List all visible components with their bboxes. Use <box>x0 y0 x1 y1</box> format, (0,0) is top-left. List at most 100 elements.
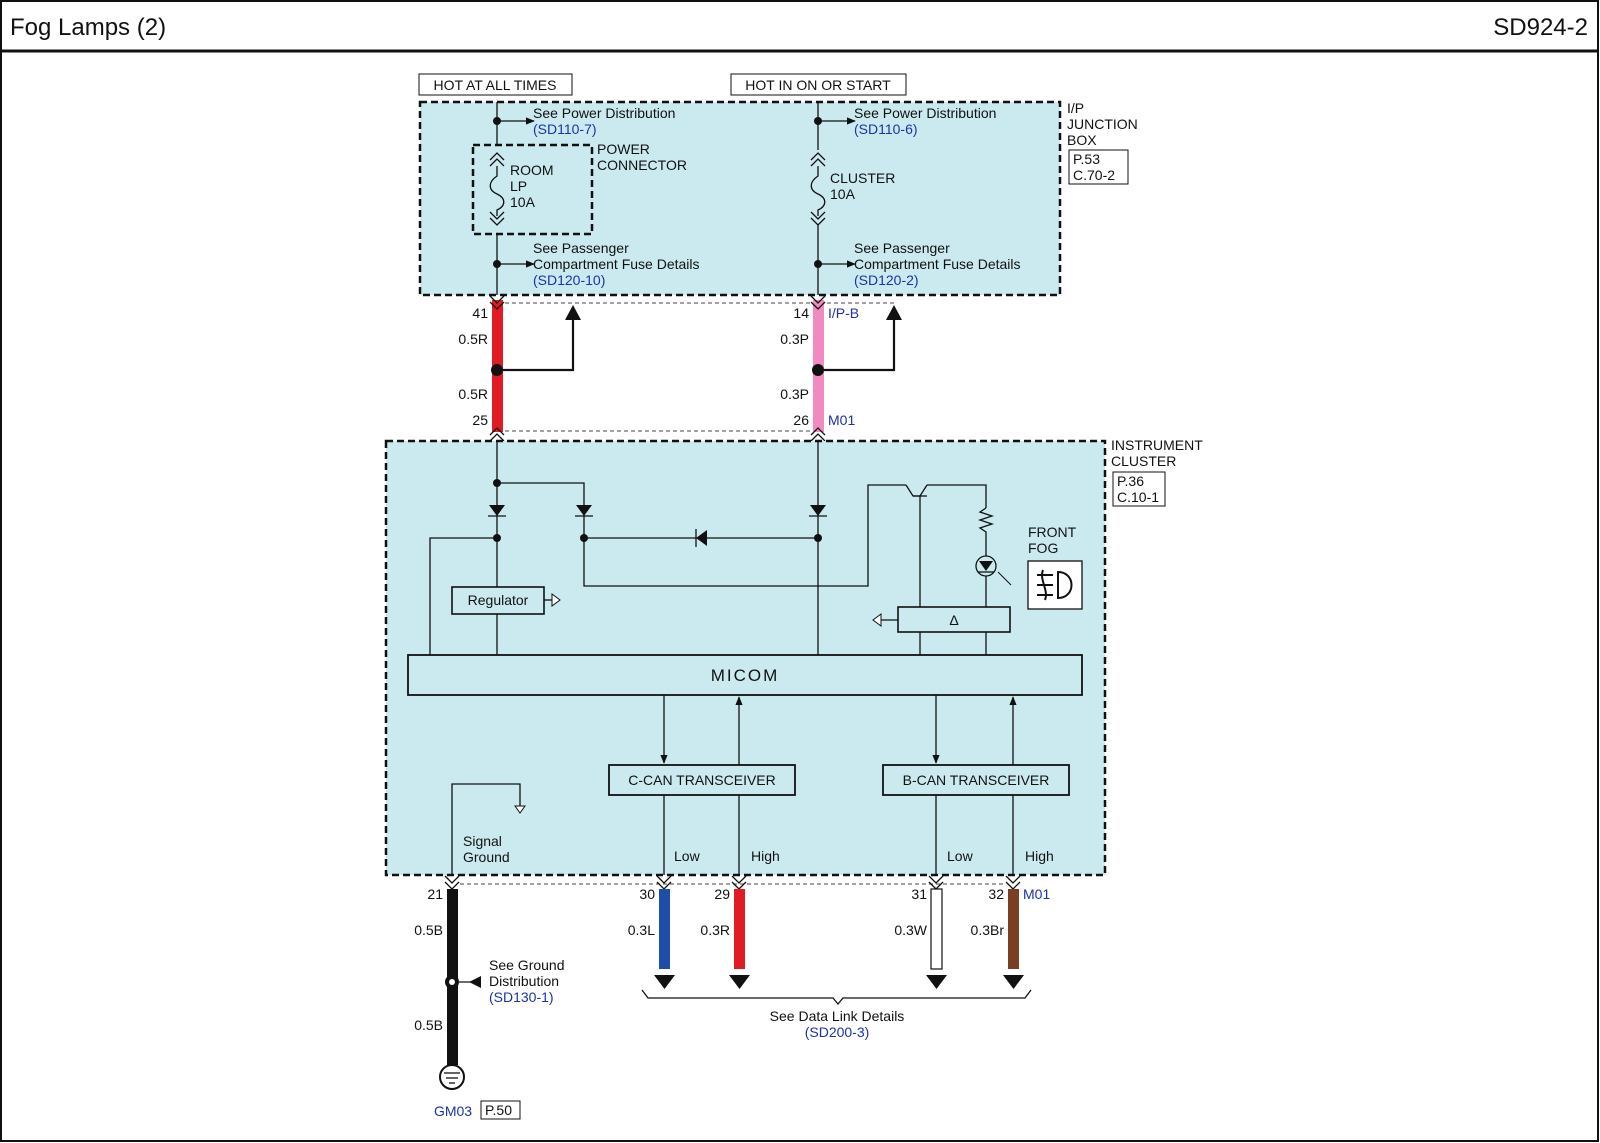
output-arrow-icon <box>514 805 526 814</box>
light-emission-icon <box>997 571 1012 586</box>
signal-ground-label: Signal Ground <box>463 833 510 865</box>
ref-fuse-2: (SD120-2) <box>854 272 919 288</box>
pin-26: 26 <box>793 412 809 428</box>
fuse-cluster-icon <box>810 152 826 226</box>
ip-junction-page: P.53 <box>1073 151 1100 167</box>
front-fog-led-icon <box>979 561 993 571</box>
b-can-transceiver-label: B-CAN TRANSCEIVER <box>903 772 1050 788</box>
connector-mark <box>810 295 826 310</box>
ref-fuse-1: (SD120-10) <box>533 272 605 288</box>
ip-junction-connector: C.70-2 <box>1073 167 1115 183</box>
output-arrow-icon <box>872 613 882 627</box>
page-title: Fog Lamps (2) <box>10 14 166 41</box>
c-can-high-label: High <box>751 848 780 864</box>
see-power-2: See Power Distribution <box>854 105 996 121</box>
arrow-down-icon <box>1003 975 1024 989</box>
diode-icon <box>810 505 826 516</box>
hot-on-start-box <box>730 73 907 96</box>
b-can-high-label: High <box>1025 848 1054 864</box>
diode-icon <box>696 530 707 546</box>
ground-page-box <box>480 1100 521 1120</box>
c-can-transceiver-label: C-CAN TRANSCEIVER <box>628 772 776 788</box>
ground-splice-ring <box>449 979 455 985</box>
pin-25: 25 <box>472 412 488 428</box>
diode-icon <box>576 505 592 516</box>
pin-21: 21 <box>427 886 443 902</box>
wire-size-0.3W: 0.3W <box>894 922 927 938</box>
front-fog-icon-box <box>1027 560 1083 610</box>
connector-m01-upper: M01 <box>828 412 855 428</box>
wire-size-0.5B-a: 0.5B <box>414 922 443 938</box>
connector-mark <box>444 875 460 890</box>
c-can-transceiver-block <box>608 764 796 796</box>
connector-mark <box>1005 875 1021 890</box>
ground-gm03: GM03 <box>434 1103 472 1119</box>
arrow-down-icon <box>926 975 947 989</box>
wire-0.3R <box>734 889 745 969</box>
regulator-label: Regulator <box>468 592 529 608</box>
connector-mark <box>731 875 747 890</box>
front-fog-lamp-icon <box>1037 569 1073 601</box>
ip-junction-box-name: I/P JUNCTION BOX <box>1067 100 1142 148</box>
ground-page: P.50 <box>485 1102 512 1118</box>
ground-icon <box>439 1064 465 1090</box>
connector-mark <box>656 875 672 890</box>
splice-return-arrow <box>824 316 896 372</box>
power-connector-label: POWER CONNECTOR <box>597 141 687 173</box>
connector-ipb: I/P-B <box>828 305 859 321</box>
pin-41: 41 <box>472 305 488 321</box>
hot-all-times-label: HOT AT ALL TIMES <box>434 77 557 93</box>
wire-size-0.3P-a: 0.3P <box>780 331 809 347</box>
wire-size-0.5B-b: 0.5B <box>414 1017 443 1033</box>
instrument-cluster-page: P.36 <box>1117 473 1144 489</box>
pin-31: 31 <box>911 886 927 902</box>
ref-power-2: (SD110-6) <box>854 121 918 137</box>
ground-ref: (SD130-1) <box>489 989 554 1005</box>
data-link-brace <box>641 989 1032 1006</box>
arrow-head <box>565 305 581 320</box>
fuse-room-label: ROOM LP 10A <box>510 162 557 210</box>
ip-junction-page-box <box>1068 149 1129 185</box>
micom-block <box>407 654 1083 696</box>
instrument-cluster-page-box <box>1112 471 1166 507</box>
wire-0.3L <box>659 889 670 969</box>
pin-14: 14 <box>793 305 809 321</box>
connector-mark <box>489 295 505 310</box>
diode-icon <box>489 505 505 516</box>
arrow-left-icon <box>469 976 481 988</box>
power-connector-box <box>471 143 594 236</box>
see-ground-label: See Ground Distribution <box>489 957 568 989</box>
wire-size-0.5R-b: 0.5R <box>458 386 488 402</box>
see-fuse-1: See Passenger Compartment Fuse Details <box>533 240 700 272</box>
arrow-down-icon <box>729 975 750 989</box>
hot-all-times-box <box>418 73 573 96</box>
see-power-1: See Power Distribution <box>533 105 675 121</box>
wire-size-0.3R: 0.3R <box>700 922 730 938</box>
arrow-head <box>886 305 902 320</box>
fuse-room-icon <box>489 152 505 226</box>
wire-size-0.3L: 0.3L <box>628 922 655 938</box>
front-fog-label: FRONT FOG <box>1028 524 1080 556</box>
connector-mark <box>489 427 505 442</box>
pin-29: 29 <box>714 886 730 902</box>
hot-on-start-label: HOT IN ON OR START <box>745 77 891 93</box>
pin-32: 32 <box>988 886 1004 902</box>
output-arrow-icon <box>551 593 561 607</box>
b-can-transceiver-block <box>882 764 1070 796</box>
splice-dot <box>812 364 824 376</box>
wire-size-0.5R-a: 0.5R <box>458 331 488 347</box>
instrument-cluster-connector: C.10-1 <box>1117 489 1159 505</box>
instrument-cluster-name: INSTRUMENT CLUSTER <box>1111 437 1206 469</box>
resistor-icon <box>977 507 995 556</box>
splice-return-arrow <box>503 316 575 372</box>
connector-mark <box>928 875 944 890</box>
ref-power-1: (SD110-7) <box>533 121 597 137</box>
c-can-low-label: Low <box>674 848 701 864</box>
pin-30: 30 <box>639 886 655 902</box>
fuse-cluster-label: CLUSTER 10A <box>830 170 899 202</box>
data-link-ref: (SD200-3) <box>805 1024 870 1040</box>
splice-dot <box>491 364 503 376</box>
delta-label: Δ <box>949 612 958 628</box>
page-code: SD924-2 <box>1493 14 1588 41</box>
